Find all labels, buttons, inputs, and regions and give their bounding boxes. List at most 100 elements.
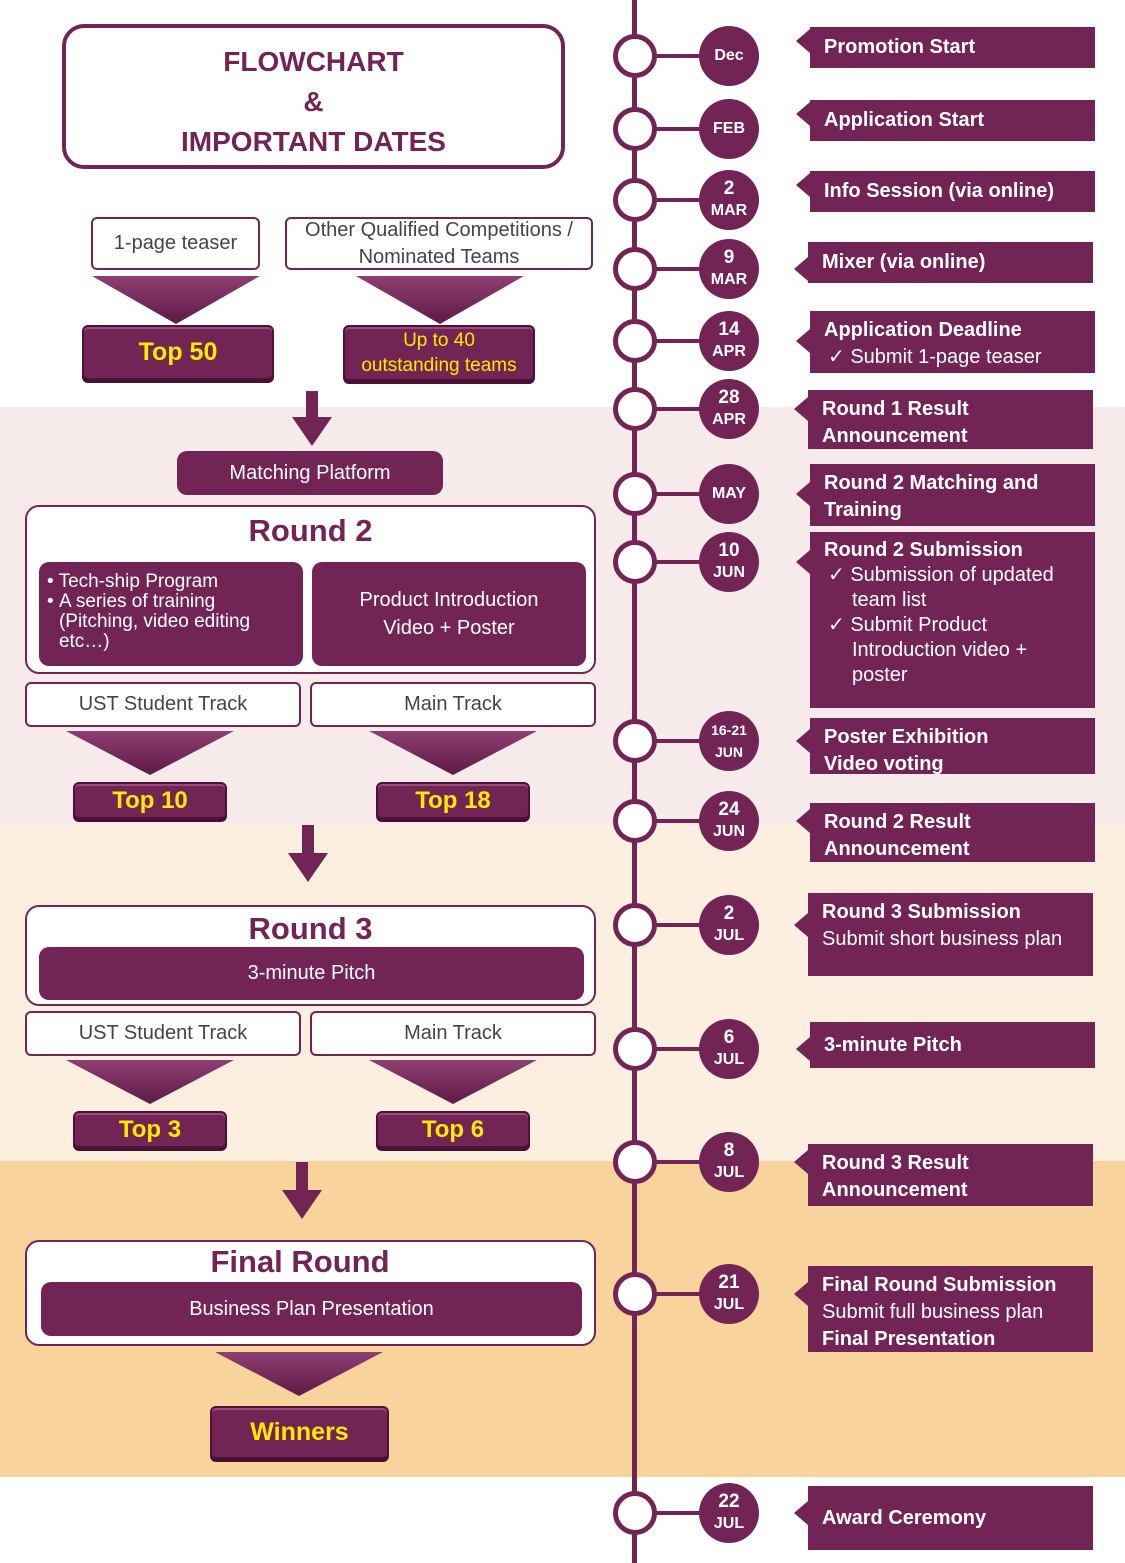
timeline-node [613, 472, 657, 516]
event-line: ✓ Submit Product [828, 614, 988, 636]
event-line: ✓ Submit 1-page teaser [828, 346, 1042, 368]
event-line: Application Deadline [824, 319, 1022, 341]
timeline-connector [652, 739, 712, 743]
other-competitions-box: Other Qualified Competitions / Nominated… [285, 217, 593, 270]
date-month: JUN [712, 823, 745, 840]
timeline-event-box: Mixer (via online) [808, 242, 1093, 283]
timeline-event-box: Round 2 Submission ✓ Submission of update… [810, 532, 1095, 708]
timeline-connector [652, 198, 712, 202]
date-month: JUL [713, 1515, 745, 1532]
round3-track-main: Main Track [310, 1011, 596, 1056]
checkmark-icon: ✓ [828, 346, 851, 368]
timeline-connector [652, 560, 712, 564]
date-day: 16-21 [711, 722, 747, 738]
timeline-node [613, 107, 657, 151]
event-line: Introduction video + [852, 639, 1028, 661]
callout-pointer [794, 1282, 808, 1306]
timeline-node [613, 387, 657, 431]
timeline-connector [652, 492, 712, 496]
timeline-event-box: Application Deadline ✓ Submit 1-page teas… [810, 311, 1095, 373]
date-badge: FEB [699, 99, 759, 159]
event-line: Round 3 Result [822, 1152, 969, 1174]
event-line: Award Ceremony [822, 1506, 987, 1529]
winners-result: Winners [210, 1406, 389, 1459]
timeline-connector [652, 54, 712, 58]
timeline-node [613, 178, 657, 222]
date-day: 24 [718, 799, 740, 820]
event-line: Final Presentation [822, 1328, 996, 1350]
round2-top-main: Top 18 [376, 782, 530, 819]
timeline-event-box: Award Ceremony [808, 1486, 1093, 1550]
arrow-down-icon [292, 391, 332, 446]
timeline-connector [652, 1511, 712, 1515]
timeline-connector [652, 1047, 712, 1051]
timeline-event-box: Info Session (via online) [810, 171, 1095, 212]
round2-training-box: • Tech-ship Program • A series of traini… [39, 562, 303, 666]
event-line: team list [852, 589, 927, 611]
round2-track-student: UST Student Track [25, 682, 301, 727]
round2-product-box: Product Introduction Video + Poster [312, 562, 586, 666]
date-month: JUL [713, 927, 745, 944]
top50-label: Top 50 [138, 338, 218, 366]
callout-pointer [796, 1037, 810, 1061]
date-day: 2 [723, 178, 735, 199]
date-month: Dec [714, 47, 744, 64]
event-line: Announcement [822, 1179, 968, 1201]
date-month: MAR [710, 202, 748, 219]
product-line-1: Product Introduction [359, 589, 539, 611]
event-line: Announcement [822, 425, 968, 447]
date-month: JUN [714, 744, 743, 760]
event-line: Round 2 Submission [824, 539, 1023, 561]
final-round-box: Final Round Business Plan Presentation [25, 1240, 596, 1346]
callout-pointer [794, 1150, 808, 1174]
upto40-result: Up to 40 outstanding teams [343, 325, 535, 381]
timeline-node [613, 540, 657, 584]
timeline-connector [652, 1160, 712, 1164]
event-line: Info Session (via online) [824, 180, 1055, 202]
timeline-connector [652, 267, 712, 271]
timeline-event-box: Application Start [810, 100, 1095, 141]
date-day: 6 [723, 1027, 735, 1048]
date-day: 10 [718, 540, 740, 561]
title-line-3: IMPORTANT DATES [181, 126, 446, 157]
date-month: JUL [713, 1296, 745, 1313]
product-line-2: Video + Poster [383, 617, 515, 639]
round2-bullet-1: • Tech-ship Program [47, 571, 219, 592]
timeline-node [613, 719, 657, 763]
matching-label: Matching Platform [229, 461, 391, 484]
checkmark-icon: ✓ [828, 614, 851, 636]
callout-pointer [796, 329, 810, 353]
timeline-node [613, 34, 657, 78]
timeline-connector [652, 407, 712, 411]
final-round-title: Final Round [210, 1244, 390, 1279]
event-line: ✓ Submission of updated [828, 564, 1054, 586]
title-line-1: FLOWCHART [223, 46, 404, 77]
event-line: Promotion Start [824, 36, 976, 58]
event-line: Training [824, 499, 902, 521]
callout-pointer [796, 29, 810, 53]
callout-pointer [796, 729, 810, 753]
timeline-node [613, 1027, 657, 1071]
event-line: Submit full business plan [822, 1301, 1044, 1323]
event-line: Poster Exhibition [824, 726, 989, 748]
teaser-box: 1-page teaser [91, 217, 260, 270]
flowchart-title: FLOWCHART & IMPORTANT DATES [62, 24, 565, 169]
date-badge: Dec [699, 26, 759, 86]
timeline-connector [652, 819, 712, 823]
title-line-2: & [303, 86, 324, 117]
funnel-round3-student [66, 1060, 234, 1104]
event-line: Round 1 Result [822, 398, 969, 420]
round3-top-student: Top 3 [73, 1111, 227, 1148]
timeline-node [613, 1140, 657, 1184]
